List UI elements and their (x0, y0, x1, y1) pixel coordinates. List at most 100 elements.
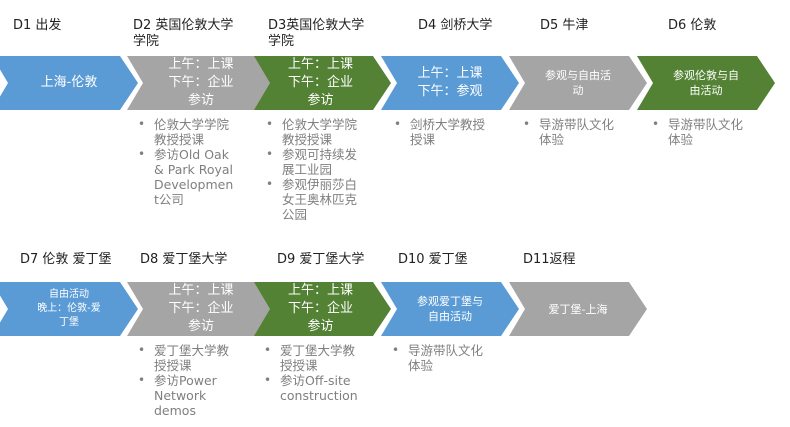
day-chevron: 参观伦敦与自由活动 (637, 56, 775, 110)
day-title: D8 爱丁堡大学 (140, 252, 227, 268)
day-title-line: D9 爱丁堡大学 (277, 252, 365, 267)
activity-text: 参访Old Oak & Park Royal Developmen t公司 (154, 147, 234, 207)
chevron-text-line: 由活动 (689, 84, 723, 97)
day-title: D10 爱丁堡 (398, 252, 468, 268)
activity-text: 参观伊丽莎白 女王奥林匹克 公园 (282, 177, 358, 222)
day-title: D1 出发 (13, 18, 61, 34)
chevron-text-line: 下午：企业 (287, 301, 353, 316)
day-chevron: 参观与自由活动 (509, 56, 647, 110)
activity-text: 参访Power Network demos (154, 373, 217, 418)
activity-item: • 参访Power Network demos (134, 373, 229, 418)
day-title-line: D1 出发 (13, 18, 62, 33)
day-chevron: 上午：上课下午：企业参访 (127, 56, 273, 110)
activity-list: •伦敦大学学院 教授授课•参观可持续发 展工业园•参观伊丽莎白 女王奥林匹克 公… (262, 117, 357, 222)
day-chevron: 上海-伦敦 (0, 56, 138, 110)
day-chevron: 上午：上课下午：企业参访 (254, 282, 391, 336)
activity-item: • 伦敦大学学院 教授授课 (262, 117, 357, 147)
day-title-line: D2 英国伦敦大学 (133, 18, 234, 33)
activity-text: 导游带队文化 体验 (408, 343, 484, 373)
activity-list: • 爱丁堡大学教 授授课 • 参访Power Network demos (134, 343, 229, 418)
chevron-text-line: 上海-伦敦 (40, 75, 98, 90)
day-title: D5 牛津 (540, 18, 588, 34)
bullet-dot-icon: • (138, 147, 146, 161)
activity-item: • 参访Old Oak & Park Royal Developmen t公司 (134, 147, 233, 207)
activity-text: 导游带队文化 体验 (668, 117, 744, 147)
chevron-text-line: 自由活动 (49, 289, 89, 300)
day-chevron: 上午：上课下午：参观 (381, 56, 519, 110)
chevron-text-line: 自由活动 (428, 310, 472, 323)
day-title-line: D10 爱丁堡 (398, 252, 468, 267)
chevron-text-line: 参观伦敦与自 (673, 69, 739, 82)
activity-list: •剑桥大学教授 授课 (390, 117, 485, 147)
activity-item: •爱丁堡大学教 授授课 (260, 343, 358, 373)
day-title-line: D11返程 (523, 252, 576, 267)
chevron-text-line: 参访 (187, 319, 214, 334)
day-title: D4 剑桥大学 (418, 18, 492, 34)
activity-list: •爱丁堡大学教 授授课• 参访Off-site construction (260, 343, 358, 403)
day-chevron: 参观爱丁堡与自由活动 (381, 282, 519, 336)
chevron-text-line: 上午：上课 (287, 283, 353, 298)
bullet-dot-icon: • (266, 177, 274, 191)
activity-item: •剑桥大学教授 授课 (390, 117, 485, 147)
activity-list: • 伦敦大学学院 教授授课 • 参访Old Oak & Park Royal Deve… (134, 117, 233, 207)
activity-item: • 导游带队文化 体验 (519, 117, 614, 147)
day-title: D9 爱丁堡大学 (277, 252, 364, 268)
bullet-dot-icon: • (264, 373, 272, 387)
day-title: D11返程 (523, 252, 576, 268)
chevron-text-line: 下午：企业 (168, 301, 234, 316)
day-chevron: 爱丁堡-上海 (509, 282, 647, 336)
bullet-dot-icon: • (652, 117, 660, 131)
chevron-text-line: 参观爱丁堡与 (417, 295, 483, 308)
activity-text: 参观可持续发 展工业园 (282, 147, 358, 177)
day-title-line: D7 伦敦 爱丁堡 (20, 252, 112, 267)
chevron-text-line: 晚上：伦敦-爱 (37, 303, 101, 314)
day-chevron: 上午：上课下午：企业参访 (127, 282, 273, 336)
activity-list: • 导游带队文化 体验 (648, 117, 743, 147)
day-chevron: 上午：上课下午：企业参访 (254, 56, 391, 110)
day-title-line: 学院 (268, 34, 295, 49)
day-title: D7 伦敦 爱丁堡 (20, 252, 112, 268)
activity-item: • 爱丁堡大学教 授授课 (134, 343, 229, 373)
activity-text: 导游带队文化 体验 (539, 117, 615, 147)
chevron-text-line: 参访 (307, 93, 334, 108)
day-title: D6 伦敦 (668, 18, 716, 34)
chevron-text-line: 下午：参观 (417, 84, 483, 99)
bullet-dot-icon: • (138, 343, 146, 357)
activity-list: • 导游带队文化 体验 (388, 343, 483, 373)
activity-text: 伦敦大学学院 教授授课 (282, 117, 358, 147)
day-title: D3英国伦敦大学学院 (268, 18, 364, 50)
chevron-text-line: 下午：企业 (287, 75, 353, 90)
day-title-line: D4 剑桥大学 (418, 18, 493, 33)
chevron-text-line: 动 (572, 84, 584, 97)
day-title-line: D6 伦敦 (668, 18, 717, 33)
bullet-dot-icon: • (523, 117, 531, 131)
day-chevron: 自由活动晚上：伦敦-爱丁堡 (0, 282, 138, 336)
chevron-text-line: 参观与自由活 (545, 69, 611, 82)
chevron-text-line: 上午：上课 (287, 57, 353, 72)
bullet-dot-icon: • (266, 117, 274, 131)
activity-item: • 参访Off-site construction (260, 373, 358, 403)
bullet-dot-icon: • (394, 117, 402, 131)
chevron-text-line: 上午：上课 (417, 66, 483, 81)
chevron-text-line: 丁堡 (59, 317, 79, 328)
activity-item: • 参观伊丽莎白 女王奥林匹克 公园 (262, 177, 357, 222)
chevron-text-line: 上午：上课 (168, 283, 234, 298)
day-title-line: D8 爱丁堡大学 (140, 252, 228, 267)
activity-item: • 导游带队文化 体验 (648, 117, 743, 147)
activity-text: 参访Off-site construction (280, 373, 358, 403)
bullet-dot-icon: • (138, 117, 146, 131)
bullet-dot-icon: • (138, 373, 146, 387)
activity-item: • 导游带队文化 体验 (388, 343, 483, 373)
day-title-line: 学院 (133, 34, 160, 49)
activity-text: 爱丁堡大学教 授授课 (154, 343, 230, 373)
day-title-line: D3英国伦敦大学 (268, 18, 365, 33)
day-title-line: D5 牛津 (540, 18, 589, 33)
chevron-text-line: 爱丁堡-上海 (548, 302, 608, 316)
chevron-text-line: 上午：上课 (168, 57, 234, 72)
chevron-text-line: 参访 (307, 319, 334, 334)
bullet-dot-icon: • (392, 343, 400, 357)
chevron-text-line: 下午：企业 (168, 75, 234, 90)
chevron-text-line: 参访 (187, 93, 214, 108)
activity-text: 伦敦大学学院 教授授课 (154, 117, 230, 147)
activity-item: •参观可持续发 展工业园 (262, 147, 357, 177)
